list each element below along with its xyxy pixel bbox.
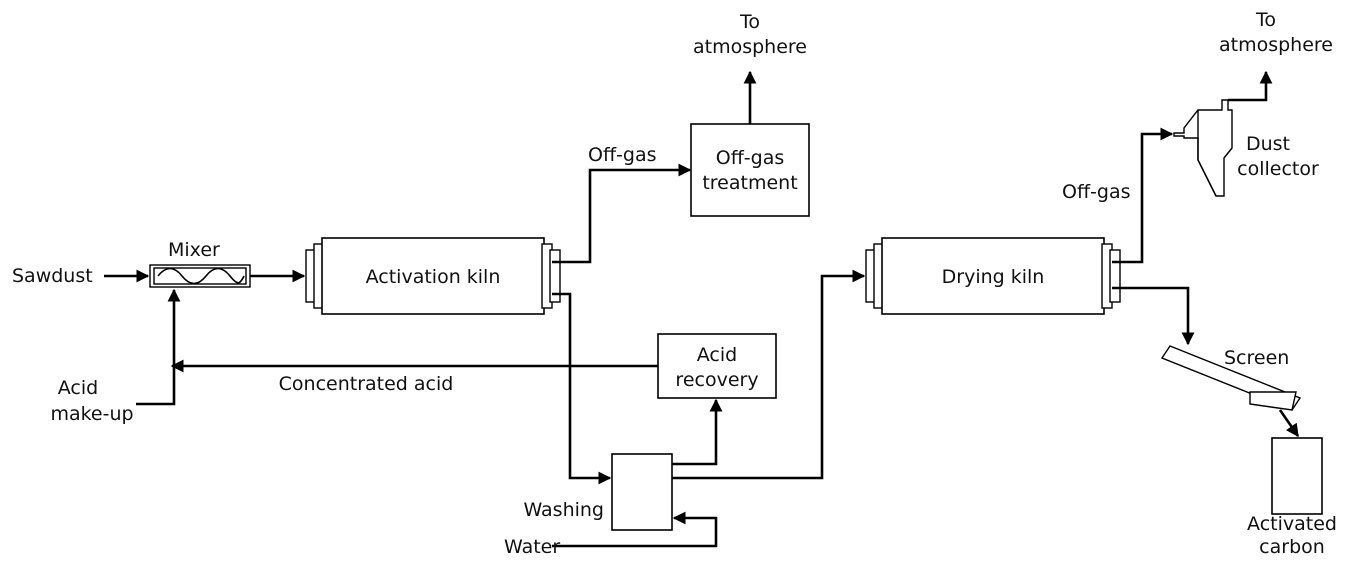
activated-carbon-bin (1271, 437, 1323, 515)
concentrated-acid-label: Concentrated acid (279, 373, 454, 395)
offgas-treatment-label-2: treatment (702, 172, 797, 194)
offgas-treatment-label-1: Off-gas (716, 147, 785, 169)
acid-recovery-label-1: Acid (697, 344, 737, 366)
activated-carbon-label-1: Activated (1247, 513, 1337, 535)
water-label: Water (504, 536, 560, 558)
flow-lines (104, 70, 1300, 548)
dust-collector (1173, 99, 1233, 197)
screen-label: Screen (1224, 347, 1289, 369)
sawdust-label: Sawdust (12, 265, 93, 287)
mixer (149, 264, 251, 288)
to-atmosphere-label-1b: atmosphere (693, 36, 807, 58)
acid-makeup-label-2: make-up (50, 403, 133, 425)
washing-box (611, 453, 673, 531)
to-atmosphere-label-2a: To (1255, 9, 1276, 31)
drying-kiln-label: Drying kiln (942, 266, 1045, 288)
drying-kiln (865, 237, 1121, 315)
screen (1160, 345, 1302, 411)
washing-label: Washing (523, 499, 604, 521)
dust-collector-label-2: collector (1237, 158, 1319, 180)
activated-carbon-label-2: carbon (1259, 536, 1325, 558)
mixer-label: Mixer (168, 239, 220, 261)
offgas-label-2: Off-gas (1062, 181, 1131, 203)
to-atmosphere-label-2b: atmosphere (1219, 34, 1333, 56)
activation-kiln (305, 237, 561, 315)
acid-recovery-label-2: recovery (675, 369, 758, 391)
dust-collector-label-1: Dust (1246, 133, 1290, 155)
activation-kiln-label: Activation kiln (366, 266, 501, 288)
offgas-label-1: Off-gas (588, 144, 657, 166)
to-atmosphere-label-1a: To (739, 11, 760, 33)
offgas-treatment-box (690, 123, 810, 217)
acid-makeup-label-1: Acid (58, 377, 98, 399)
acid-recovery-box (657, 333, 777, 399)
